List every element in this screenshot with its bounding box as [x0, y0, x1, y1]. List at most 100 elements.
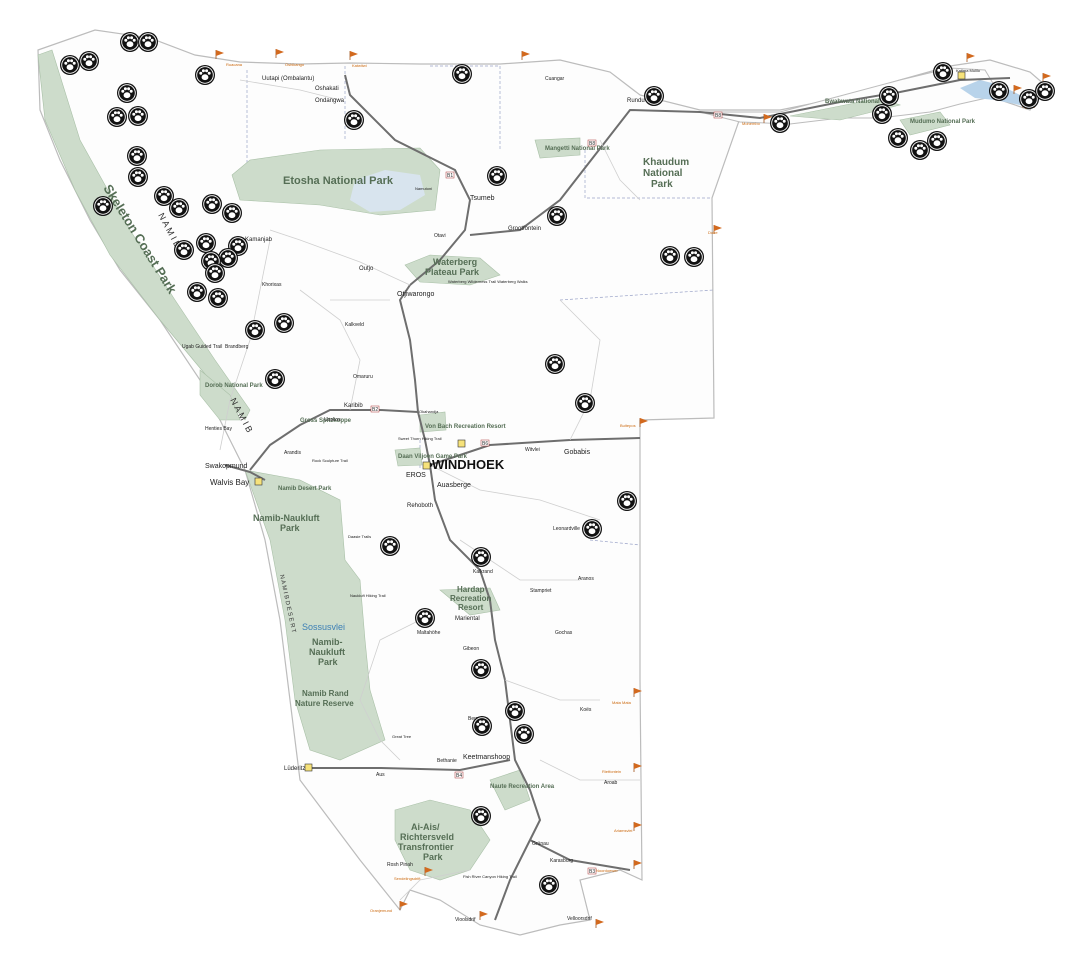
- town-karasburg: Karasburg: [550, 858, 573, 864]
- town-mariental: Mariental: [455, 616, 480, 622]
- aiais-label-2: Richtersveld: [400, 832, 454, 842]
- town-cuangar: Cuangar: [545, 76, 565, 82]
- flag-icon: [275, 48, 285, 59]
- town-aroab: Aroab: [604, 780, 618, 786]
- paw-print-icon: [581, 518, 603, 540]
- paw-print-icon: [769, 112, 791, 134]
- flag-icon: [595, 918, 605, 929]
- nn-label-2b: Naukluft: [309, 647, 345, 657]
- border-label: Mohembo: [742, 121, 761, 126]
- paw-print-icon: [173, 239, 195, 261]
- town-oshakati: Oshakati: [315, 86, 339, 92]
- town-ondangwa: Ondangwa: [315, 98, 345, 104]
- naute-label: Naute Recreation Area: [490, 784, 555, 790]
- paw-print-icon: [616, 490, 638, 512]
- airport-icon: [304, 763, 313, 772]
- airport-icon: [457, 439, 466, 448]
- town-maltahohe: Maltahöhe: [417, 630, 441, 636]
- town-grunau: Grünau: [532, 841, 549, 847]
- mangetti-park-area: [534, 137, 581, 159]
- hardap-label-3: Resort: [458, 603, 484, 612]
- hardap-park-area: [439, 587, 501, 616]
- paw-print-icon: [186, 281, 208, 303]
- paw-print-icon: [504, 700, 526, 722]
- town-vioolsdrif: Vioolsdrif: [455, 917, 476, 923]
- gross-spitzkoppe-label: Gross Spitzkoppe: [300, 418, 352, 424]
- paw-print-icon: [137, 31, 159, 53]
- border-label: Oranjemund: [370, 908, 392, 913]
- paw-print-icon: [1034, 80, 1056, 102]
- paw-print-icon: [343, 109, 365, 131]
- mangetti-label: Mangetti National Park: [545, 146, 610, 152]
- paw-print-icon: [127, 166, 149, 188]
- paw-print-icon: [273, 312, 295, 334]
- road-label: B3: [589, 869, 595, 875]
- town-daasie: Daasie Trails: [348, 534, 371, 539]
- border-label: Rietfontein: [602, 769, 621, 774]
- paw-print-icon: [126, 145, 148, 167]
- paw-print-icon: [221, 202, 243, 224]
- paw-print-icon: [538, 874, 560, 896]
- border-label: Mata Mata: [612, 700, 632, 705]
- road-label: B1: [447, 173, 453, 179]
- nn-label-1a: Namib-Naukluft: [253, 513, 320, 523]
- daan-label: Daan Viljoen Game Park: [398, 454, 468, 460]
- hardap-label-1: Hardap: [457, 585, 485, 594]
- nn-label-2a: Namib-: [312, 637, 343, 647]
- town-otjiwarongo: Otjiwarongo: [397, 291, 434, 298]
- paw-print-icon: [470, 658, 492, 680]
- waterberg-label-2: Plateau Park: [425, 267, 480, 277]
- waterberg-park-area: [404, 254, 501, 286]
- paw-print-icon: [78, 50, 100, 72]
- nn-label-1b: Park: [280, 523, 301, 533]
- border-label: Noordoewer: [596, 868, 618, 873]
- paw-print-icon: [379, 535, 401, 557]
- border-label: Ariamsvlei: [614, 828, 633, 833]
- daan-park-area: [394, 447, 423, 467]
- flag-icon: [215, 49, 225, 60]
- town-namutoni: Namutoni: [415, 186, 432, 191]
- road-label: B2: [372, 407, 378, 413]
- khaudum-label-1: Khaudum: [643, 157, 689, 168]
- town-karibib: Karibib: [344, 403, 363, 409]
- paw-print-icon: [119, 31, 141, 53]
- town-naukluft: Naukluft Hiking Trail: [350, 593, 386, 598]
- paw-print-icon: [574, 392, 596, 414]
- town-greattree: Great Tree: [392, 734, 412, 739]
- capital-label: WINDHOEK: [432, 457, 505, 472]
- namib-naukluft-park-area: [244, 469, 386, 761]
- town-brandberg: Brandberg: [225, 344, 249, 350]
- town-gochas: Gochas: [555, 630, 573, 636]
- town-aranos: Aranos: [578, 576, 594, 582]
- town-khorixas: Khorixas: [262, 282, 282, 288]
- road-shields: B1 B8 B2 B6 B4 B3 B8: [370, 111, 723, 875]
- mudumo-label: Mudumo National Park: [910, 119, 976, 125]
- dorob-park-area: [199, 369, 241, 421]
- paw-print-icon: [486, 165, 508, 187]
- paw-print-icon: [59, 54, 81, 76]
- town-keetmanshoop: Keetmanshoop: [463, 754, 510, 761]
- paw-print-icon: [195, 232, 217, 254]
- town-gobabis: Gobabis: [564, 449, 591, 456]
- flag-icon: [521, 50, 531, 61]
- dorob-label: Dorob National Park: [205, 383, 263, 389]
- paw-print-icon: [546, 205, 568, 227]
- town-outjo: Outjo: [359, 266, 374, 272]
- aiais-label-1: Ai-Ais/: [411, 822, 440, 832]
- town-sweetthorn: Sweet Thorn Hiking Trail: [398, 436, 442, 441]
- paw-print-icon: [470, 805, 492, 827]
- border-label: Dobe: [708, 230, 718, 235]
- paw-print-icon: [244, 319, 266, 341]
- town-henties: Henties Bay: [205, 426, 232, 432]
- namibrand-label-2: Nature Reserve: [295, 699, 354, 708]
- sossusvlei-label: Sossusvlei: [302, 622, 345, 632]
- town-usakos: Usakos: [324, 417, 341, 423]
- airport-icon: [254, 477, 263, 486]
- waterberg-label-1: Waterberg: [433, 257, 477, 267]
- paw-print-icon: [92, 195, 114, 217]
- town-katima: Katima Mulilo: [956, 68, 981, 73]
- town-rundu: Rundu: [627, 98, 645, 104]
- town-aus: Aus: [376, 772, 385, 778]
- nn-label-2c: Park: [318, 657, 339, 667]
